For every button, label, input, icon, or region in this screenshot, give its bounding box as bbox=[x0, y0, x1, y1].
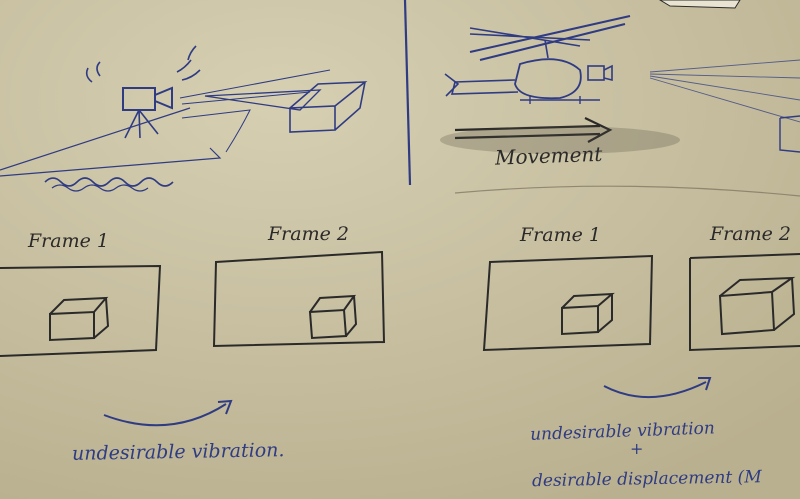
frame1-label-right: Frame 1 bbox=[519, 224, 601, 246]
frame2-right-border bbox=[689, 253, 800, 352]
frame2-left bbox=[212, 250, 386, 348]
right-caption-line2: desirable displacement (M bbox=[532, 467, 763, 491]
helicopter-tail-fin bbox=[444, 73, 460, 97]
vibration-wave bbox=[51, 184, 149, 192]
tripod-legs bbox=[124, 109, 159, 139]
frame2-right bbox=[689, 253, 800, 352]
smudge bbox=[440, 126, 680, 154]
frame2-label-left: Frame 2 bbox=[267, 223, 349, 245]
vibration-arrow-right-icon bbox=[603, 377, 712, 399]
frame2-left-box bbox=[308, 294, 358, 340]
vertical-divider bbox=[403, 0, 412, 186]
helicopter-body bbox=[514, 58, 582, 100]
rotor-blade bbox=[469, 27, 591, 47]
view-ray bbox=[179, 69, 331, 105]
camera-sketch-group bbox=[0, 45, 368, 192]
right-top-divider bbox=[454, 185, 800, 197]
glare bbox=[659, 0, 741, 9]
view-ray bbox=[181, 109, 251, 153]
frame2-label-right: Frame 2 bbox=[709, 223, 791, 245]
heli-camera-lens bbox=[603, 64, 613, 82]
partial-box-sketch bbox=[779, 115, 800, 153]
frame1-left-border bbox=[0, 264, 162, 357]
frame1-right-border bbox=[482, 254, 654, 352]
shake-mark-icon bbox=[85, 45, 201, 83]
frame2-right-box bbox=[718, 276, 796, 336]
heli-view-ray bbox=[649, 59, 800, 123]
camera-lens bbox=[154, 86, 173, 110]
frame1-left bbox=[0, 264, 162, 357]
frame1-right bbox=[482, 254, 654, 352]
box-sketch-trail bbox=[204, 89, 322, 111]
frame1-label-left: Frame 1 bbox=[27, 230, 109, 252]
vibration-wave bbox=[44, 177, 174, 187]
box-sketch bbox=[289, 81, 368, 133]
right-caption-plus: + bbox=[630, 439, 643, 458]
helicopter-sketch-group bbox=[444, 15, 800, 153]
ground-line bbox=[0, 147, 222, 177]
frame1-left-box bbox=[49, 296, 110, 342]
frame1-right-box bbox=[561, 292, 615, 336]
movement-label: Movement bbox=[494, 142, 604, 170]
heli-camera-icon bbox=[587, 65, 605, 81]
ground-line bbox=[0, 107, 191, 171]
frame2-left-border bbox=[212, 250, 386, 348]
rotor-mast bbox=[544, 39, 549, 59]
vibration-arrow-left-icon bbox=[103, 399, 233, 427]
left-caption: undesirable vibration. bbox=[72, 439, 285, 465]
helicopter-skids bbox=[520, 96, 600, 104]
movement-arrow-icon bbox=[454, 117, 613, 143]
